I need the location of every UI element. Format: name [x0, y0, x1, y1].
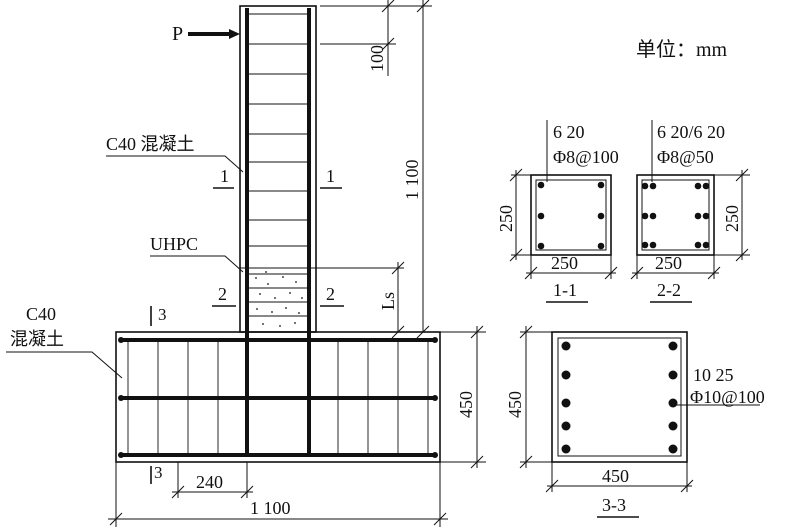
c40-base-label-line2: 混凝土 [10, 329, 64, 349]
load-label: P [172, 23, 183, 45]
column-stirrups [247, 13, 309, 317]
section-1-1-rebar: 6 20 [553, 122, 585, 142]
section-3-3: 10 25 Φ10@100 450 450 3-3 [505, 325, 765, 518]
base-stirrups [127, 340, 429, 455]
cut-1-right: 1 [326, 166, 335, 186]
uhpc-label: UHPC [150, 234, 198, 254]
section-2-2-width: 250 [655, 253, 682, 273]
base-length-dim: 1 100 [250, 498, 291, 518]
section-1-1-stirrup: Φ8@100 [553, 147, 619, 167]
section-cut-marks: 1 1 2 2 3 3 [150, 166, 344, 484]
base-height-dim: 450 [456, 391, 476, 418]
base-outline [115, 331, 441, 463]
section-2-2: 6 20/6 20 Φ8@50 250 250 2-2 [630, 120, 750, 303]
section-1-1-title: 1-1 [553, 280, 577, 300]
section-3-3-width: 450 [602, 466, 629, 486]
cut-2-left: 2 [218, 284, 227, 304]
cut-1-left: 1 [220, 166, 229, 186]
elevation-dimensions: 100 1 100 Ls 450 240 1 100 [108, 0, 486, 527]
section-1-1: 6 20 Φ8@100 250 250 1-1 [496, 120, 619, 303]
section-2-2-outline [636, 174, 715, 256]
column-outline [239, 5, 317, 333]
cut-3-top: 3 [158, 305, 167, 324]
section-2-2-rebar: 6 20/6 20 [657, 122, 725, 142]
section-2-2-stirrup: Φ8@50 [657, 147, 714, 167]
section-3-3-stirrup-ring [557, 337, 682, 457]
uhpc-zone [240, 267, 316, 327]
column-height-dim: 1 100 [402, 160, 422, 201]
section-3-3-rebar: 10 25 [693, 365, 734, 385]
section-1-1-height: 250 [496, 205, 516, 232]
material-labels: C40 混凝土 UHPC C40 混凝土 [6, 134, 244, 379]
section-1-1-stirrup-ring [535, 179, 607, 251]
c40-column-label: C40 混凝土 [106, 134, 195, 154]
cut-2-right: 2 [326, 284, 335, 304]
stirrup-spacing-dim: 100 [367, 45, 387, 72]
units-label: 单位：mm [636, 38, 728, 61]
section-2-2-height: 250 [722, 205, 742, 232]
c40-base-label-line1: C40 [26, 304, 56, 324]
ls-dim: Ls [378, 292, 398, 310]
section-1-1-outline [530, 174, 612, 256]
section-3-3-title: 3-3 [602, 495, 626, 515]
base-elevation [115, 331, 441, 463]
section-3-3-height: 450 [505, 391, 525, 418]
section-3-3-outline [551, 331, 688, 463]
cut-3-bottom: 3 [154, 463, 163, 482]
section-1-1-width: 250 [551, 253, 578, 273]
section-3-3-stirrup: Φ10@100 [690, 387, 765, 407]
load-arrowhead [229, 29, 240, 39]
section-2-2-title: 2-2 [657, 280, 681, 300]
anchor-length-dim: 240 [196, 472, 223, 492]
column-elevation: P [172, 5, 317, 455]
